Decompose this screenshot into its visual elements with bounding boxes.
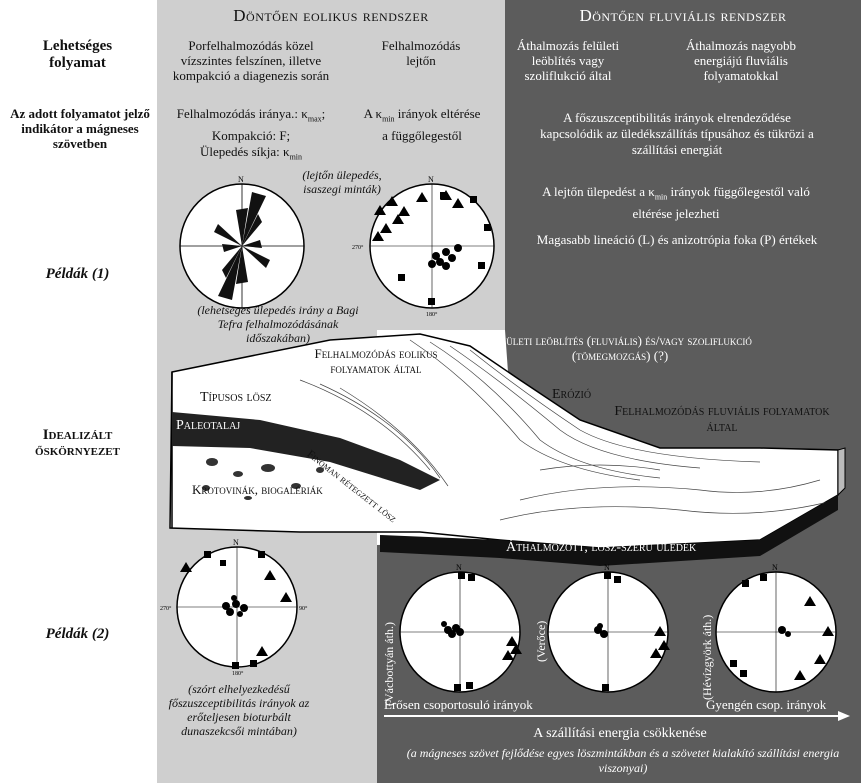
stereonet-vacbottyan: N — [399, 563, 522, 693]
row-label-examples-2: Példák (2) — [45, 626, 110, 642]
energy-decrease-label: A szállítási energia csökkenése — [533, 726, 707, 741]
stereonet-veroce: N — [547, 563, 670, 693]
dispersed-caption: (szórt elhelyezkedésű főszuszceptibilitá… — [168, 682, 310, 738]
vacbottyan-north-label: N — [456, 563, 462, 572]
row-label-process: Lehetséges folyamat — [42, 38, 113, 71]
isaszeg-south-label: 180° — [426, 311, 438, 318]
process-eolian-flat: Porfelhalmozódás közel vízszintes felszí… — [172, 38, 330, 83]
dunaszekcso-north-label: N — [233, 538, 239, 547]
dunaszekcso-south-label: 180° — [232, 670, 244, 677]
label-erosion: Erózió — [552, 387, 592, 402]
slope-caption: (lejtőn ülepedés, isaszegi minták) — [302, 168, 382, 196]
row-label-indicator: Az adott folyamatot jelző indikátor a má… — [10, 106, 150, 151]
indicator-eolian-flat: Felhalmozódás iránya.: κmax; Kompakció: … — [176, 106, 326, 162]
site-label-hevizgyork: (Hévízgyörk áth.) — [700, 614, 714, 700]
row-label-environment: Idealizált őskörnyezet — [35, 427, 120, 459]
stereonet-isaszeg: N 270° 180° — [352, 175, 495, 318]
footnote: (a mágneses szövet fejlődése egyes löszm… — [406, 746, 840, 775]
block-diagram — [169, 333, 846, 566]
label-accumulation-eolian: Felhalmozódás eolikus folyamatok által — [314, 346, 438, 376]
dunaszekcso-west-label: 270° — [160, 605, 172, 612]
hevizgyork-north-label: N — [772, 563, 778, 572]
isaszeg-north-label: N — [428, 175, 434, 184]
indicator-fluvial-2: A lejtőn ülepedést a κmin irányok függől… — [542, 184, 810, 221]
label-redeposited: Áthalmozott, lösz-szerű üledék — [506, 540, 697, 555]
indicator-eolian-slope: A κmin irányok eltérése a függőlegestől — [363, 106, 481, 143]
process-fluvial-surface: Áthalmozás felületi leöblítés vagy szoli… — [516, 38, 620, 83]
label-accumulation-fluvial: Felhalmozódás fluviális folyamatok által — [614, 404, 830, 435]
indicator-fluvial-3: Magasabb lineáció (L) és anizotrópia fok… — [536, 232, 818, 247]
isaszeg-west-label: 270° — [352, 244, 364, 251]
stereonet-hevizgyork: N — [715, 563, 837, 693]
rose-diagram: N — [179, 175, 305, 309]
eolian-system-header: Döntően eolikus rendszer — [233, 6, 429, 25]
site-label-veroce: (Verőce) — [534, 620, 548, 662]
row-label-examples-1: Példák (1) — [45, 266, 110, 282]
weak-clustering-label: Gyengén csop. irányok — [706, 697, 827, 712]
strong-clustering-label: Erősen csoportosuló irányok — [384, 697, 533, 712]
label-surface-wash: Felületi leöblítés (fluviális) és/vagy s… — [488, 333, 752, 363]
indicator-fluvial-1: A főszuszceptibilitás irányok elrendeződ… — [540, 110, 814, 157]
rose-north-label: N — [238, 175, 244, 184]
energy-arrow-head — [838, 711, 850, 721]
label-typical-loess: Típusos lösz — [200, 390, 272, 405]
label-krotovinas: Krotovinák, biogalériák — [192, 482, 323, 497]
label-paleosol: Paleotalaj — [176, 418, 241, 433]
stereonet-dunaszekcso: N 270° 90° 180° — [160, 538, 308, 677]
fluvial-system-header: Döntően fluviális rendszer — [579, 6, 787, 25]
paleosol-layer — [172, 412, 440, 490]
process-eolian-slope: Felhalmozódás lejtőn — [381, 38, 461, 68]
process-fluvial-high: Áthalmozás nagyobb energiájú fluviális f… — [685, 38, 797, 83]
veroce-north-label: N — [604, 563, 610, 572]
site-label-vacbottyan: (Vácbottyán áth.) — [382, 622, 396, 706]
dunaszekcso-east-label: 90° — [299, 605, 308, 612]
